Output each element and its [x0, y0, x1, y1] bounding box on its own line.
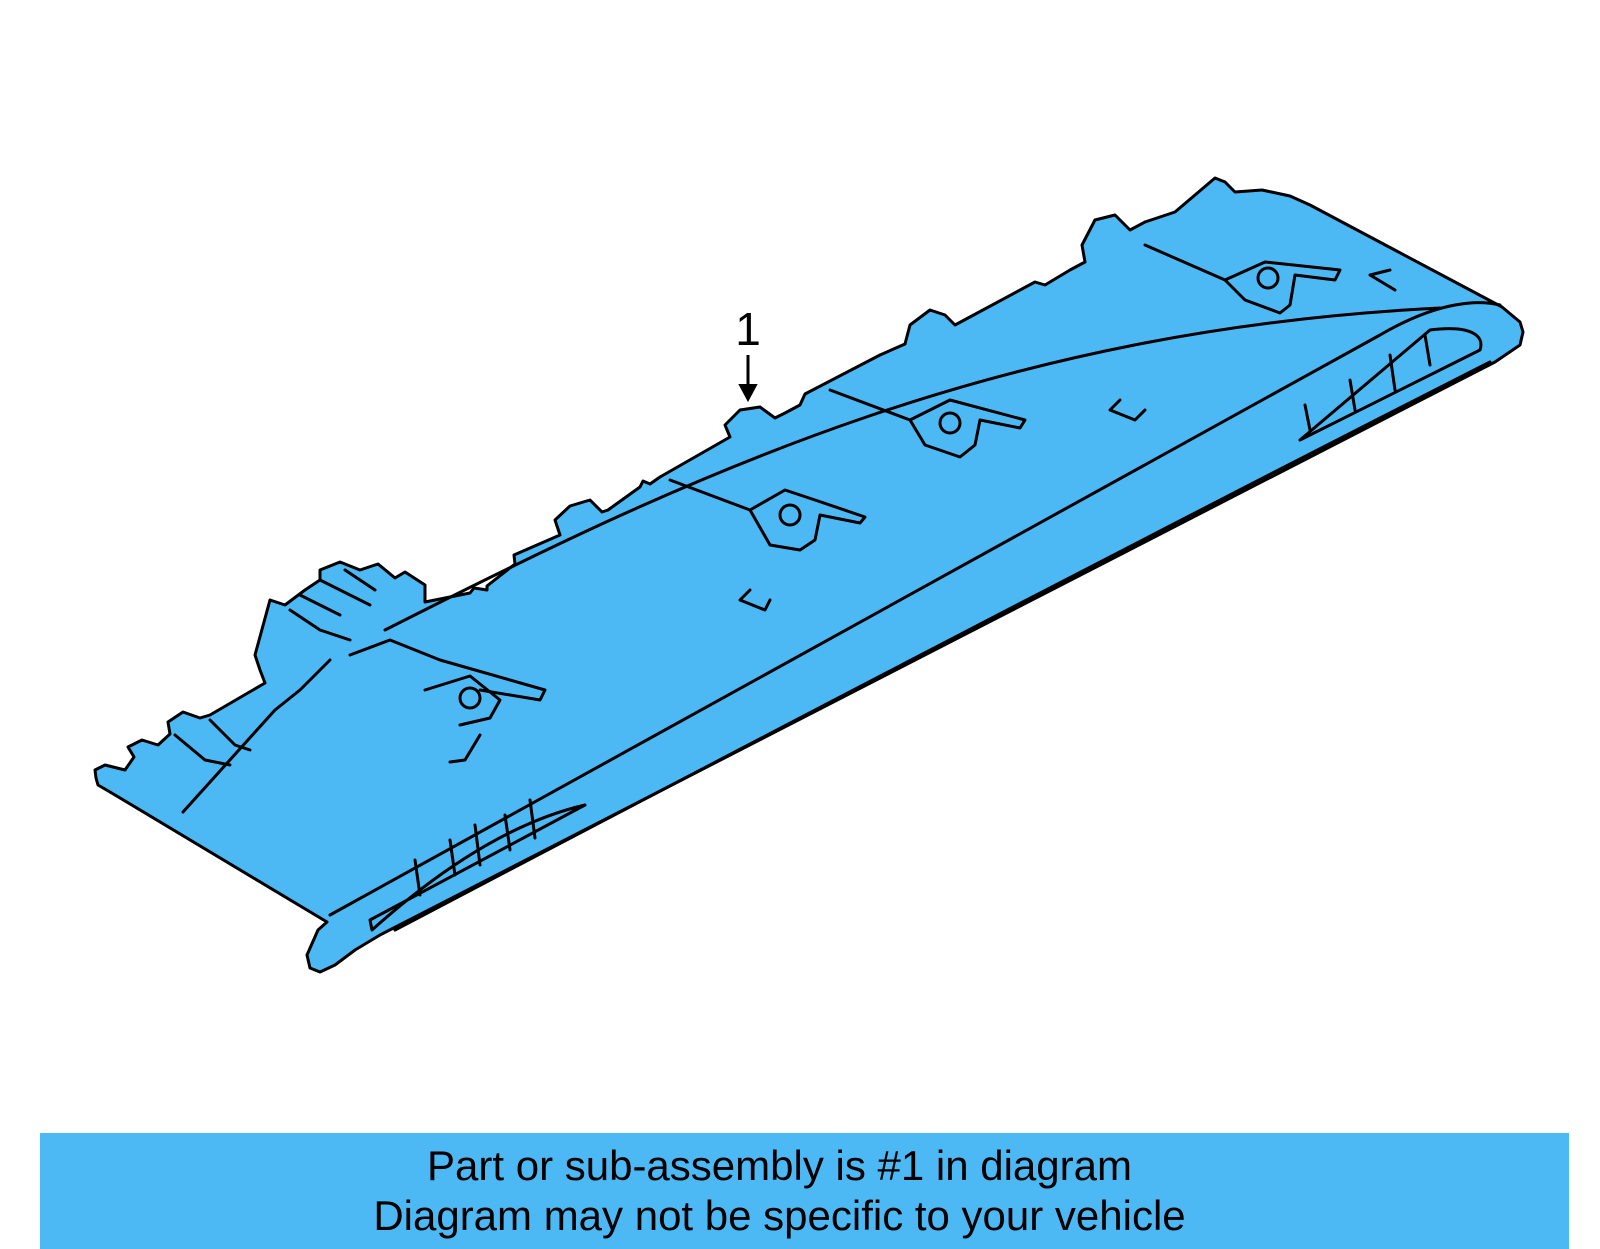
clip-3	[1368, 268, 1397, 292]
caption-line-1: Part or sub-assembly is #1 in diagram	[427, 1142, 1132, 1189]
screw-hole-1	[458, 686, 482, 710]
lens-ribs-left	[413, 798, 537, 897]
part-body-outline	[93, 176, 1525, 974]
caption-line-2: Diagram may not be specific to your vehi…	[373, 1192, 1186, 1239]
boss-left	[423, 674, 502, 727]
left-tab-detail	[173, 718, 252, 767]
clip-2	[1108, 398, 1147, 422]
body-ridge-line	[383, 306, 1442, 632]
lens-window-right	[1298, 327, 1483, 442]
panel-line-3	[1143, 243, 1227, 282]
callout-1[interactable]: 1	[735, 303, 761, 403]
screw-hole-2	[778, 503, 802, 527]
clip-4	[448, 733, 482, 764]
boss-3	[908, 398, 1027, 459]
lens-window	[368, 803, 587, 932]
screw-hole-4	[1256, 266, 1280, 290]
high-mount-brake-lamp-part[interactable]	[93, 176, 1525, 974]
left-bracket	[288, 568, 377, 642]
lens-inner-edge	[393, 360, 1492, 932]
boss-2	[748, 488, 867, 552]
screw-hole-3	[938, 411, 962, 435]
clip-1	[738, 588, 772, 612]
callout-1-label: 1	[735, 303, 761, 355]
callout-1-arrowhead	[738, 384, 758, 403]
boss-4	[1223, 260, 1342, 315]
body-left-edge	[181, 658, 332, 814]
panel-line-2	[828, 388, 912, 422]
caption-bar: Part or sub-assembly is #1 in diagram Di…	[40, 1133, 1569, 1249]
panel-line-1	[668, 478, 752, 512]
lens-ribs-right	[1303, 333, 1432, 432]
boss-1-tab	[348, 638, 547, 702]
